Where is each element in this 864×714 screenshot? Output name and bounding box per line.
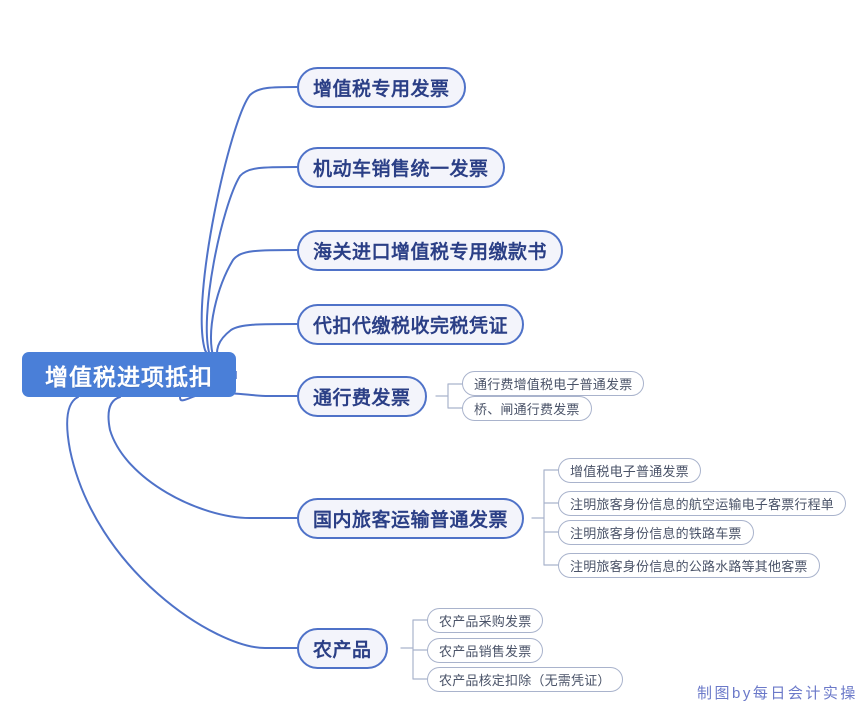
leaf-node-agriculture-2[interactable]: 农产品销售发票 [427, 638, 544, 663]
leaf-node-passenger-2-label: 注明旅客身份信息的航空运输电子客票行程单 [570, 497, 835, 512]
branch-node-1-label: 增值税专用发票 [313, 79, 450, 100]
leaf-node-agriculture-2-label: 农产品销售发票 [439, 644, 532, 659]
leaf-node-agriculture-1-label: 农产品采购发票 [439, 614, 532, 629]
branch-node-6[interactable]: 国内旅客运输普通发票 [297, 498, 525, 539]
branch-node-3[interactable]: 海关进口增值税专用缴款书 [297, 230, 564, 271]
leaf-node-tollfee-1[interactable]: 通行费增值税电子普通发票 [462, 371, 645, 396]
root-node[interactable]: 增值税进项抵扣 [22, 352, 236, 397]
branch-node-2[interactable]: 机动车销售统一发票 [297, 147, 505, 188]
leaf-node-passenger-2[interactable]: 注明旅客身份信息的航空运输电子客票行程单 [558, 491, 847, 516]
leaf-bracket-agriculture [400, 619, 428, 680]
branch-node-7[interactable]: 农产品 [297, 628, 388, 669]
branch-node-1[interactable]: 增值税专用发票 [297, 67, 466, 108]
branch-node-7-label: 农产品 [313, 640, 372, 661]
leaf-node-tollfee-2-label: 桥、闸通行费发票 [474, 402, 580, 417]
leaf-bracket-tollfee [435, 383, 463, 409]
leaf-node-passenger-3[interactable]: 注明旅客身份信息的铁路车票 [558, 520, 754, 545]
leaf-node-tollfee-1-label: 通行费增值税电子普通发票 [474, 377, 633, 392]
leaf-bracket-passenger [531, 469, 559, 566]
branch-node-6-label: 国内旅客运输普通发票 [313, 510, 509, 531]
branch-node-5-label: 通行费发票 [313, 388, 411, 409]
leaf-node-passenger-3-label: 注明旅客身份信息的铁路车票 [570, 526, 742, 541]
credit-watermark: 制图by每日会计实操 [697, 685, 858, 702]
leaf-node-passenger-4[interactable]: 注明旅客身份信息的公路水路等其他客票 [558, 553, 820, 578]
branch-node-5[interactable]: 通行费发票 [297, 376, 427, 417]
branch-node-4[interactable]: 代扣代缴税收完税凭证 [297, 304, 525, 345]
leaf-node-agriculture-1[interactable]: 农产品采购发票 [427, 608, 544, 633]
branch-node-3-label: 海关进口增值税专用缴款书 [313, 242, 548, 263]
branch-node-2-label: 机动车销售统一发票 [313, 159, 489, 180]
connector-root-to-branch-2 [205, 166, 298, 375]
leaf-node-passenger-1-label: 增值税电子普通发票 [570, 464, 689, 479]
branch-node-4-label: 代扣代缴税收完税凭证 [313, 316, 509, 337]
leaf-node-passenger-4-label: 注明旅客身份信息的公路水路等其他客票 [570, 559, 808, 574]
leaf-node-agriculture-3[interactable]: 农产品核定扣除（无需凭证） [427, 667, 623, 692]
leaf-node-passenger-1[interactable]: 增值税电子普通发票 [558, 458, 701, 483]
leaf-node-tollfee-2[interactable]: 桥、闸通行费发票 [462, 396, 592, 421]
leaf-node-agriculture-3-label: 农产品核定扣除（无需凭证） [439, 673, 611, 688]
connector-root-to-branch-1 [200, 86, 298, 373]
root-node-label: 增值税进项抵扣 [45, 363, 213, 390]
connector-root-to-branch-7 [66, 396, 298, 649]
connector-root-to-branch-6 [107, 396, 298, 519]
